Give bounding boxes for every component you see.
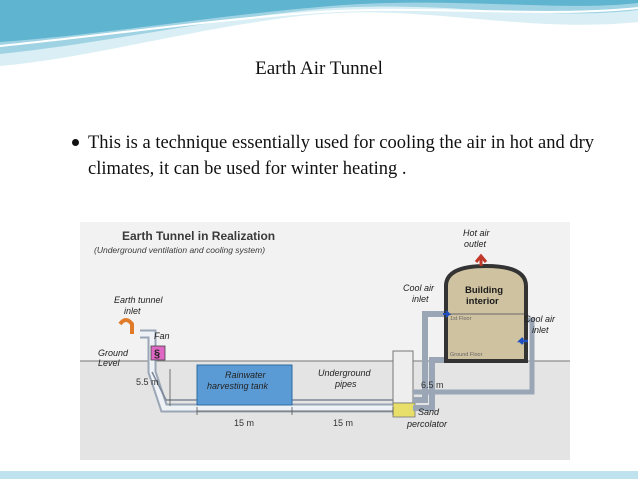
earth-tunnel-diagram: Earth Tunnel in Realization (Underground… — [80, 222, 570, 460]
hot-air-label-line2: outlet — [464, 239, 487, 249]
wave-dark — [0, 0, 638, 42]
cool-air-arrow-left-icon — [443, 310, 452, 318]
sand-percolator — [392, 402, 416, 418]
header-wave-banner — [0, 0, 638, 66]
diagram-subtitle: (Underground ventilation and cooling sys… — [94, 245, 265, 255]
ground-label-line2: Level — [98, 358, 121, 368]
sand-label-line2: percolator — [406, 419, 448, 429]
hot-air-arrow-icon — [474, 253, 488, 266]
riser-pipe-right — [413, 317, 535, 395]
depth-left-label: 5.5 m — [136, 377, 159, 387]
cool-air-left-label-line2: inlet — [412, 294, 429, 304]
rainwater-tank — [196, 364, 293, 406]
first-floor-label: 1st Floor — [450, 316, 472, 322]
inlet-label-line1: Earth tunnel — [114, 295, 164, 305]
sand-label-line1: Sand — [418, 407, 440, 417]
depth-right-label: 6.5 m — [421, 380, 444, 390]
ground-floor-label: Ground Floor — [450, 352, 483, 358]
building-label-line1: Building — [465, 285, 503, 296]
wave-highlight — [0, 7, 638, 47]
cool-air-left-label-line1: Cool air — [403, 283, 435, 293]
building-label-line2: interior — [466, 296, 499, 307]
inlet-label-line2: inlet — [124, 306, 141, 316]
hot-air-label-line1: Hot air — [463, 228, 491, 238]
tank-label-line2: harvesting tank — [207, 381, 269, 391]
pipes-label-line1: Underground — [318, 368, 372, 378]
ground-label-line1: Ground — [98, 348, 129, 358]
footer-strip — [0, 471, 638, 479]
fan-icon — [150, 345, 166, 361]
cool-air-arrow-right-icon — [516, 337, 528, 345]
tunnel-pipe-line — [151, 371, 410, 401]
slide-title: Earth Air Tunnel — [255, 58, 383, 79]
diagram-title: Earth Tunnel in Realization — [122, 229, 275, 243]
riser-pipe-left-2 — [413, 357, 446, 411]
diagram-svg: Earth Tunnel in Realization (Underground… — [80, 228, 570, 460]
dist-2-label: 15 m — [333, 418, 353, 428]
pipes-label-line2: pipes — [334, 379, 357, 389]
cool-air-right-label-line1: Cool air — [524, 314, 556, 324]
bullet-icon — [72, 139, 79, 146]
inlet-arrow-icon — [118, 318, 134, 334]
tank-label-line1: Rainwater — [225, 370, 267, 380]
dist-1-label: 15 m — [234, 418, 254, 428]
fan-label: Fan — [154, 331, 170, 341]
fan-symbol-icon: § — [154, 348, 160, 360]
bullet-text: This is a technique essentially used for… — [88, 133, 595, 179]
riser-pipe-left — [413, 311, 446, 403]
cool-air-right-label-line2: inlet — [532, 325, 549, 335]
riser-chamber — [392, 350, 414, 404]
